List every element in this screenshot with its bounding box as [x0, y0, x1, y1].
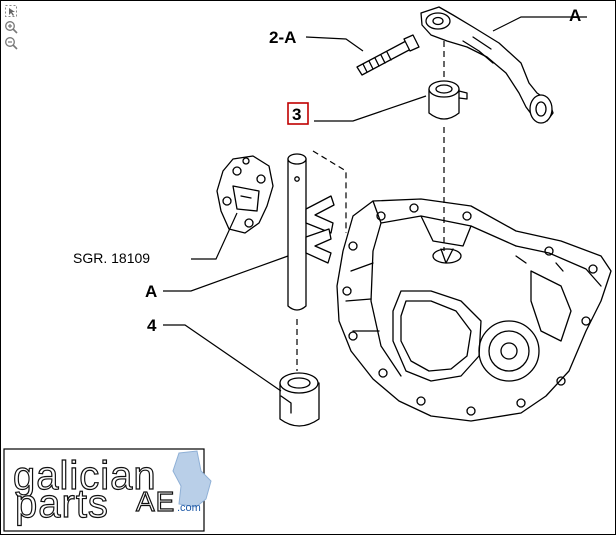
select-icon[interactable] [4, 4, 18, 18]
zoom-toolbar [4, 4, 20, 52]
leader-lines [163, 16, 587, 392]
assembly-guide-lines [296, 41, 445, 371]
zoom-out-icon[interactable] [4, 36, 18, 50]
shift-shaft-part-a[interactable] [287, 153, 335, 311]
gearbox-housing [336, 198, 612, 422]
callout-a-shaft[interactable]: A [145, 282, 157, 301]
logo-box [3, 448, 205, 532]
callout-labels: 2-A A 3 SGR. 18109 A 4 [73, 6, 581, 335]
map-silhouette-icon [172, 450, 212, 508]
logo-badge: AE [136, 486, 175, 517]
lever-arm-part-a[interactable] [420, 6, 554, 124]
galicianparts-logo: galician parts AE .com [3, 448, 212, 532]
logo-text-bottom: parts [15, 482, 109, 526]
zoom-in-icon[interactable] [4, 20, 18, 34]
bush-part-3[interactable] [428, 80, 468, 120]
callout-2a[interactable]: 2-A [269, 28, 296, 47]
callout-a-top[interactable]: A [569, 6, 581, 25]
callout-3-highlight-box[interactable] [287, 102, 309, 125]
logo-domain: .com [177, 502, 201, 514]
callout-4[interactable]: 4 [147, 316, 157, 335]
fork-assembly-sgr-18109[interactable] [216, 155, 274, 234]
callout-3[interactable]: 3 [292, 105, 301, 124]
callout-sgr[interactable]: SGR. 18109 [73, 250, 150, 266]
bush-part-4[interactable] [279, 372, 320, 427]
bolt-part-2a[interactable] [356, 34, 420, 76]
logo-text-top: galician [13, 454, 157, 498]
